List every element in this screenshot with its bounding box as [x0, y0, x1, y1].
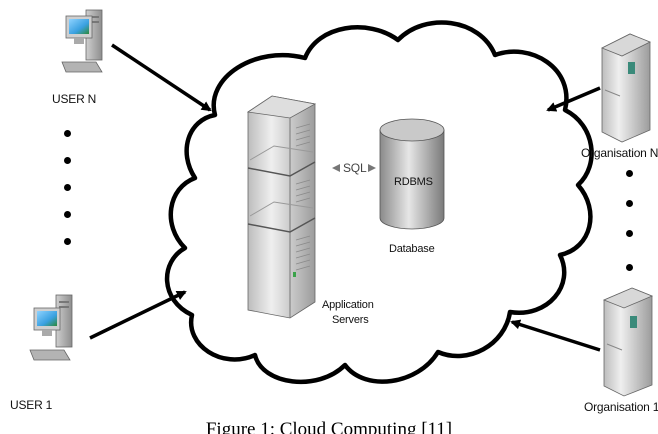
user-1-computer-icon	[29, 294, 73, 361]
user-ellipsis-dot	[64, 211, 71, 218]
user-n-computer-icon	[61, 9, 103, 73]
application-servers-label-line1: Application	[322, 299, 374, 311]
arrow-organisation-1	[510, 319, 601, 352]
application-server-rack-icon	[246, 95, 317, 319]
figure-caption: Figure 1: Cloud Computing [11]	[205, 419, 453, 434]
user-ellipsis-dot	[64, 130, 71, 137]
application-servers-label-line2: Servers	[332, 314, 369, 326]
organisation-ellipsis-dot	[626, 170, 633, 177]
organisation-ellipsis-dot	[626, 264, 633, 271]
arrow-user-1	[89, 290, 187, 340]
sql-label: SQL	[343, 161, 367, 175]
organisation-ellipsis-dot	[626, 230, 633, 237]
arrow-organisation-n	[546, 86, 601, 112]
user-ellipsis-dot	[64, 184, 71, 191]
organisation-1-label: Organisation 1	[584, 400, 658, 414]
user-1-label: USER 1	[10, 398, 53, 412]
organisation-n-label: Organisation N	[581, 146, 658, 160]
organisation-1-server-icon	[602, 287, 654, 397]
database-label: Database	[389, 243, 435, 255]
sql-double-arrow-icon	[332, 164, 376, 172]
user-ellipsis-dot	[64, 238, 71, 245]
organisation-n-server-icon	[601, 33, 651, 143]
arrow-user-n	[111, 43, 212, 112]
rdbms-database-icon	[379, 118, 445, 230]
user-ellipsis-dot	[64, 157, 71, 164]
user-n-label: USER N	[52, 92, 97, 106]
organisation-ellipsis-dot	[626, 200, 633, 207]
rdbms-label: RDBMS	[394, 176, 433, 188]
